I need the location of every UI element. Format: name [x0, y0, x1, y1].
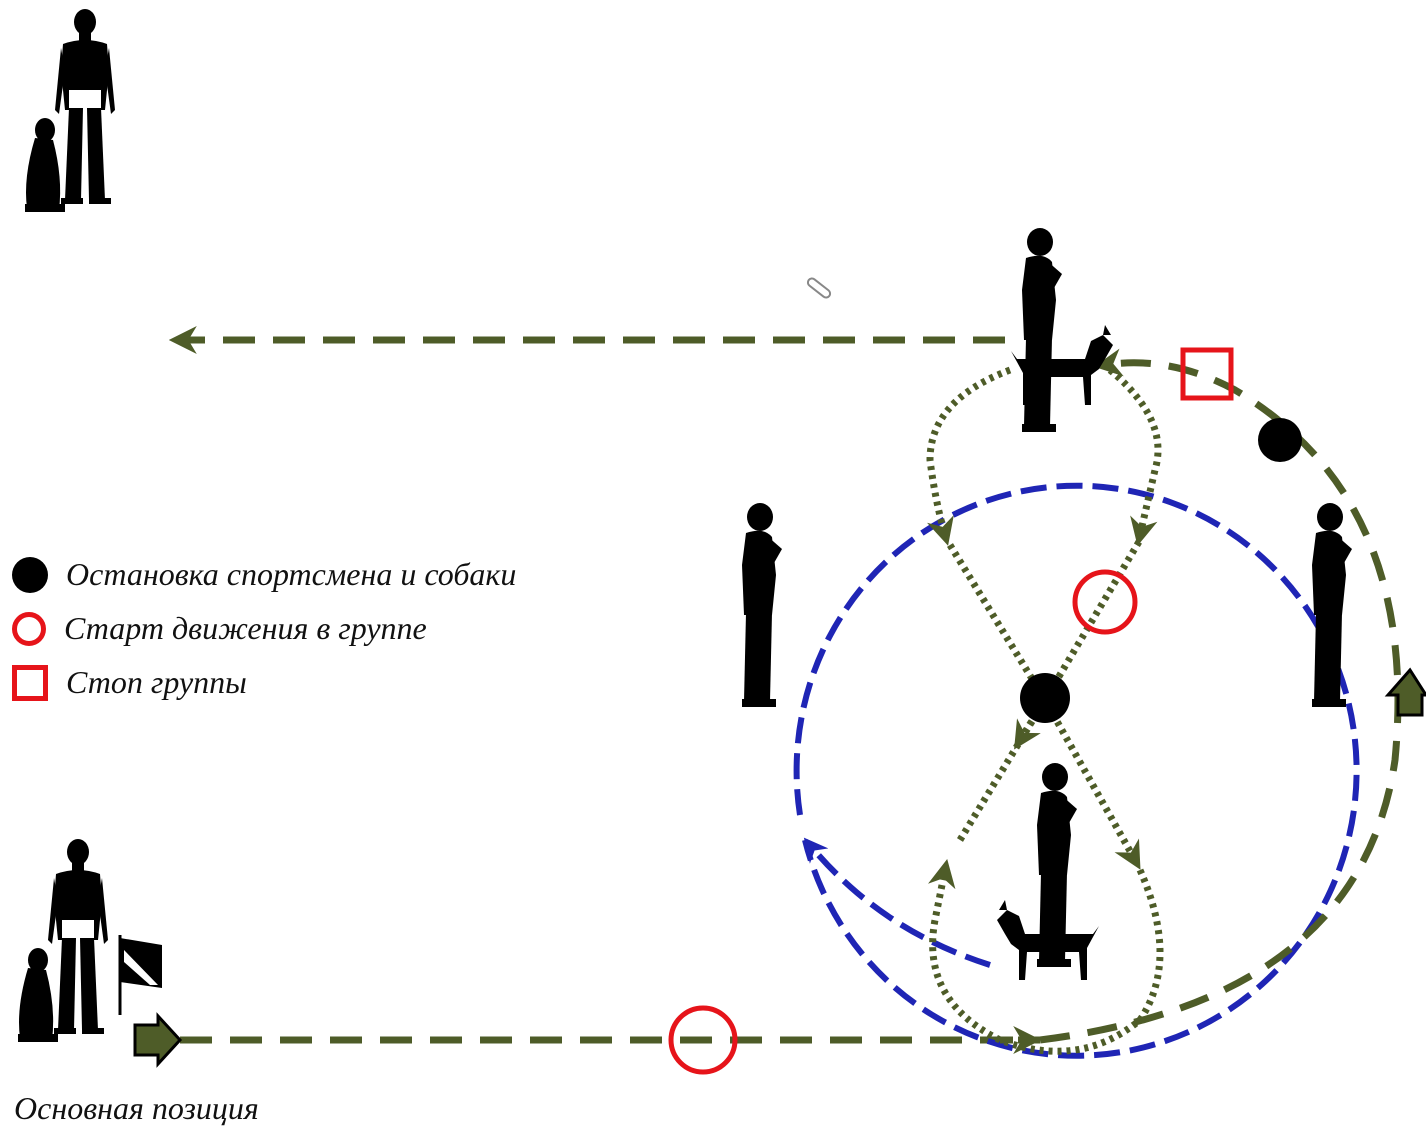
stop-square-icon [12, 664, 48, 701]
legend-stop-label: Остановка спортсмена и собаки [66, 556, 517, 592]
legend-start: Старт движения в группе [12, 610, 427, 647]
dog-icon [18, 948, 58, 1042]
figure-eight-path [927, 859, 1164, 1055]
start-flag-icon [118, 935, 162, 1015]
group-member-left-icon [742, 503, 782, 707]
group-circle [793, 482, 1360, 1059]
stop-marker-right [1258, 418, 1302, 462]
legend-start-label: Старт движения в группе [64, 610, 427, 646]
legend-group-stop-label: Стоп группы [66, 664, 247, 700]
start-direction-arrow-icon [133, 1012, 183, 1068]
up-direction-arrow-icon [1384, 667, 1426, 717]
figure-eight-path [1041, 538, 1144, 702]
start-ring-icon [12, 611, 46, 646]
legend-stop: Остановка спортсмена и собаки [12, 556, 516, 593]
person-icon [48, 839, 108, 1034]
stop-circle-icon [12, 556, 48, 593]
pointer-icon [806, 277, 832, 299]
stop-marker-center [1020, 673, 1070, 723]
figure-eight-path [957, 698, 1048, 842]
start-marker-line [668, 1005, 738, 1075]
group-member-right-icon [1312, 503, 1352, 707]
start-marker-group [1072, 569, 1138, 635]
person-icon [55, 9, 115, 204]
group-stop-marker [1180, 347, 1234, 401]
group-circle-arrow [803, 837, 991, 968]
caption-basic-position: Основная позиция [14, 1090, 259, 1126]
figure-eight-path [1107, 367, 1162, 546]
legend-group-stop: Стоп группы [12, 664, 247, 701]
dog-icon [25, 118, 65, 212]
